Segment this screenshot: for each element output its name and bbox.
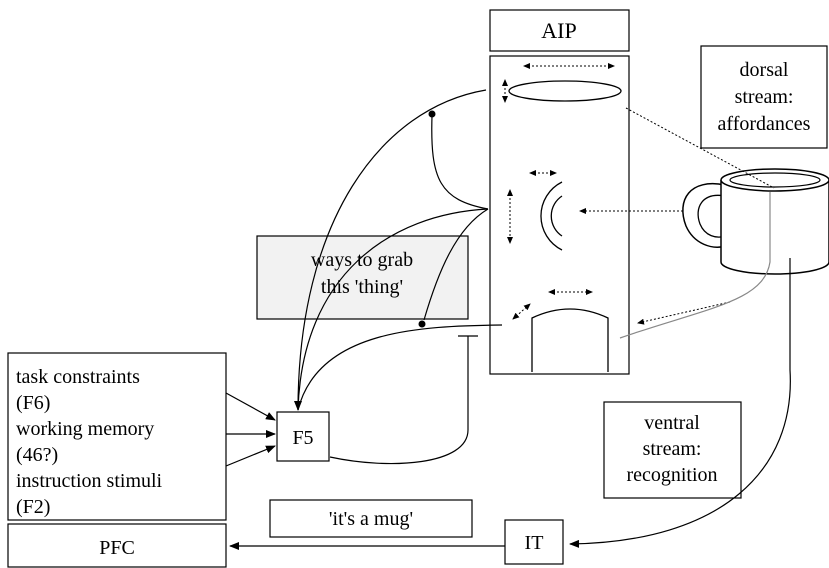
mug-to-it-line (569, 258, 791, 548)
task-to-f5-arrow-1 (225, 392, 276, 421)
it-label: IT (525, 532, 544, 554)
ventral-line-2: stream: (643, 438, 702, 460)
task-constraints-box (7, 352, 227, 521)
handle-affordance-inner-arc (550, 195, 563, 237)
its-a-mug-label: 'it's a mug' (329, 508, 413, 530)
aip-panel (489, 55, 630, 375)
dorsal-line-1: dorsal (740, 59, 789, 81)
task-line-3: working memory (16, 418, 154, 440)
f5-box (276, 411, 330, 462)
aip-box (489, 9, 630, 52)
mug-body-to-aip-dotted (637, 301, 731, 325)
task-line-5: instruction stimuli (16, 470, 163, 492)
mug-to-dorsal-dotted (625, 107, 775, 189)
ways-line-2: this 'thing' (321, 276, 403, 298)
ventral-stream-box (603, 401, 742, 499)
task-line-4: (46?) (16, 444, 58, 466)
ways-line-1: ways to grab (311, 249, 413, 271)
aip-to-f5-curves (294, 89, 503, 411)
mug-gray-line (619, 192, 771, 339)
dorsal-stream-box (700, 45, 828, 149)
ventral-line-3: recognition (626, 464, 717, 486)
task-line-2: (F6) (16, 392, 50, 414)
body-affordance-shape (531, 308, 609, 372)
it-box (504, 519, 564, 565)
rim-affordance-ellipse (508, 80, 622, 102)
f5-label: F5 (292, 427, 313, 449)
task-line-1: task constraints (16, 366, 140, 388)
curve-end-dot-2 (418, 320, 426, 328)
dorsal-line-2: stream: (735, 86, 794, 108)
dorsal-line-3: affordances (718, 113, 811, 135)
f5-inhibitory-line (329, 336, 469, 465)
its-a-mug-box (269, 499, 473, 538)
aip-label: AIP (541, 18, 576, 43)
task-line-6: (F2) (16, 496, 50, 518)
ways-to-grab-box (256, 235, 469, 320)
curve-end-dot-1 (428, 110, 436, 118)
pfc-box (7, 523, 227, 568)
task-to-f5-arrow-3 (225, 445, 276, 467)
ventral-line-1: ventral (644, 412, 700, 434)
pfc-label: PFC (99, 537, 135, 559)
mug-icon (682, 168, 829, 275)
handle-affordance-outer-arc (540, 181, 563, 251)
